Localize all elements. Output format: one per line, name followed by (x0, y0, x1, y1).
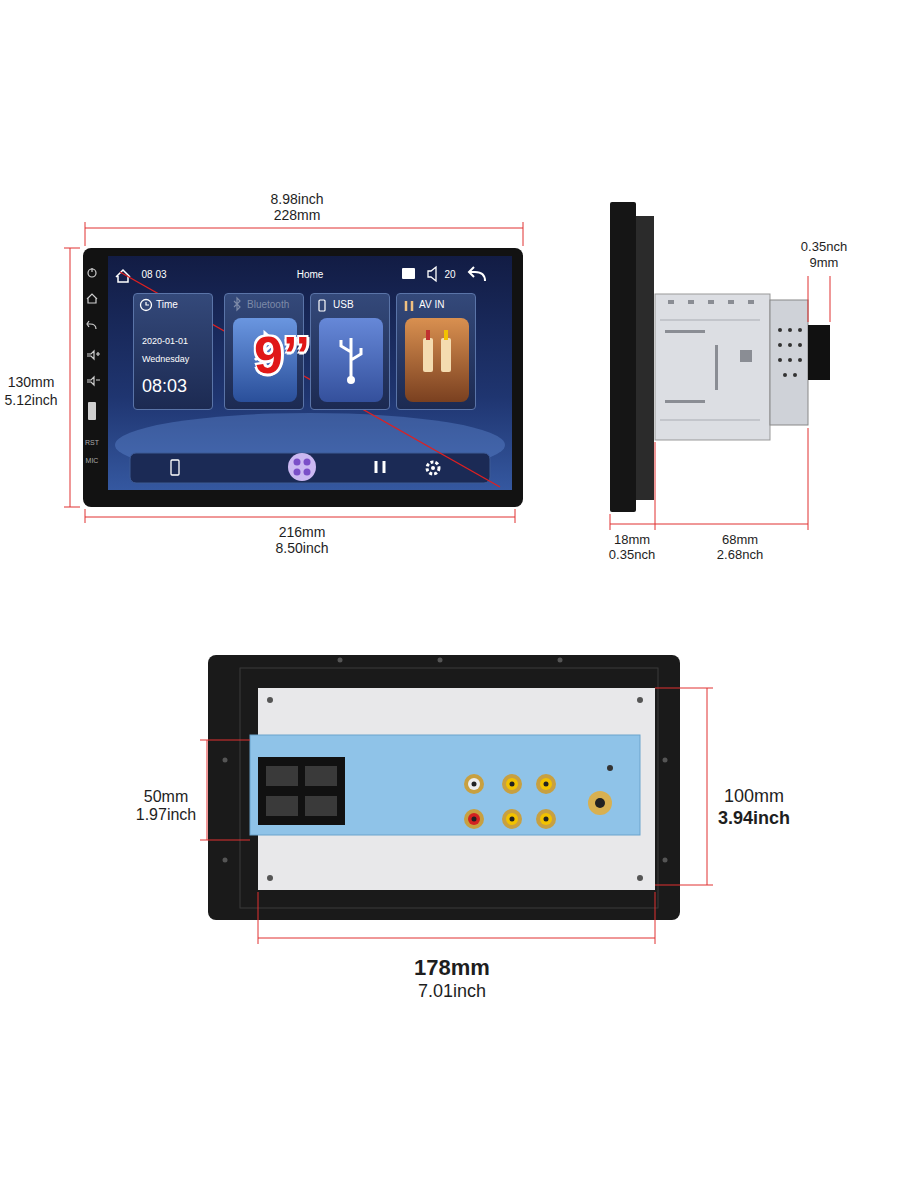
antenna-jack (588, 791, 612, 815)
dimension-label: 130mm (8, 375, 55, 390)
dimension-label: 100mm (724, 787, 784, 807)
metal-cage (655, 294, 770, 440)
dock (130, 453, 490, 483)
screen-tile: AV IN (396, 293, 476, 410)
side-view (610, 202, 830, 530)
tile-text: USB (333, 299, 354, 311)
dimension-label: 228mm (274, 208, 321, 223)
dimension-label: 0.35nch (609, 548, 655, 562)
circuit-board (250, 735, 640, 835)
usb-dock-icon (171, 460, 179, 475)
dimension-label: 1.97inch (136, 806, 197, 824)
tile-icon (311, 294, 391, 411)
gear-icon (427, 462, 439, 474)
menu-button (288, 453, 316, 481)
dimension-label: 5.12inch (5, 393, 58, 408)
tile-text: Wednesday (142, 354, 189, 364)
tile-icon (397, 294, 477, 411)
front-view (64, 222, 523, 523)
dimension-label: MIC (86, 457, 99, 465)
av-dock-icon (376, 461, 384, 473)
size-badge: 9’’ (254, 327, 310, 384)
dimension-label: 20 (444, 269, 455, 280)
dimension-label: 68mm (722, 533, 758, 547)
dimension-label: 9mm (810, 256, 839, 270)
tile-text: 08:03 (142, 376, 187, 397)
dimension-label: 0.35nch (801, 240, 847, 254)
dimension-label: Home (297, 269, 324, 280)
dimension-label: 8.98inch (271, 192, 324, 207)
volume-icon (428, 267, 436, 281)
tile-text: 2020-01-01 (142, 336, 188, 346)
back-icon (469, 267, 485, 281)
dimension-label: 50mm (144, 788, 188, 806)
dimension-label: 18mm (614, 533, 650, 547)
dimension-label: 178mm (414, 956, 490, 980)
screen-tile: Time 2020-01-01Wednesday 08:03 (133, 293, 213, 410)
iso-connector (258, 757, 345, 825)
tile-text: Time (156, 299, 178, 311)
rca-jacks (464, 774, 556, 829)
dimension-lines (610, 276, 830, 530)
usb-port (88, 402, 96, 420)
dimension-label: 2.68nch (717, 548, 763, 562)
dimension-label: 3.94inch (718, 809, 790, 829)
screen (108, 256, 512, 490)
screen-icon (402, 268, 415, 279)
dimension-label: 216mm (279, 525, 326, 540)
dimension-label: 7.01inch (418, 982, 486, 1002)
connector (808, 325, 830, 380)
dimension-label: RST (85, 439, 99, 447)
back-view (200, 655, 713, 944)
dimension-lines (200, 688, 713, 944)
dimension-label: 08 03 (141, 269, 166, 280)
tile-text: Bluetooth (247, 299, 289, 311)
dimension-lines (64, 222, 523, 523)
tile-text: AV IN (419, 299, 444, 311)
side-buttons (87, 268, 100, 385)
screen-tile: USB (310, 293, 390, 410)
rear-plate (770, 300, 808, 425)
bezel (83, 248, 523, 507)
dimension-label: 8.50inch (276, 541, 329, 556)
diagonal-line (120, 272, 500, 487)
